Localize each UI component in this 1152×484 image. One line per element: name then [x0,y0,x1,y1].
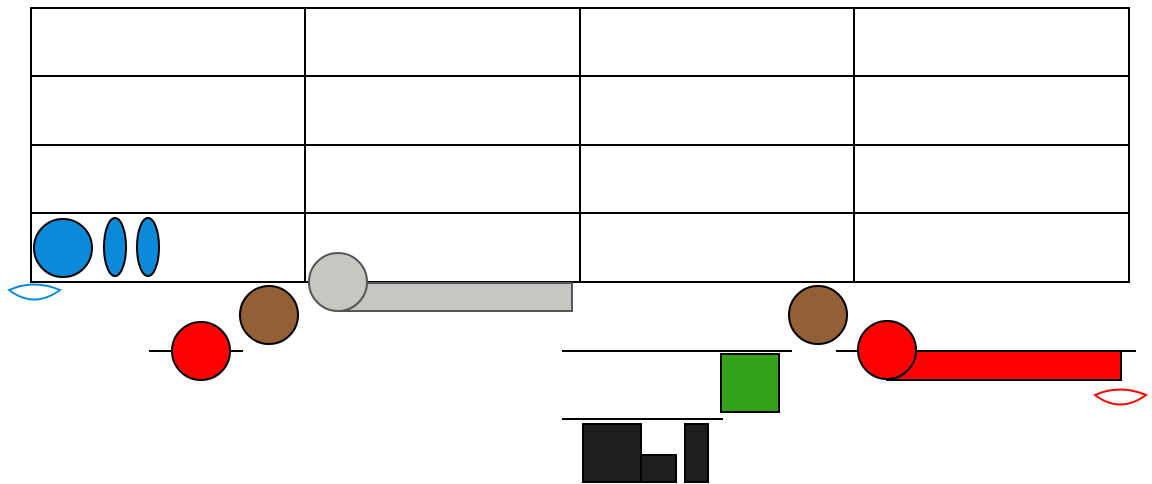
brown-circle [789,286,847,344]
red-arc-marker [1095,390,1146,405]
blue-arc-marker [9,285,60,300]
brown-circle [240,286,298,344]
green-square [721,354,779,412]
gray-circle [309,253,367,311]
red-bar-group [858,321,1121,380]
grid-table [31,8,1129,282]
red-circle [172,322,230,380]
blue-ellipse [137,218,159,276]
blue-ellipse [104,218,126,276]
dark-block [685,424,708,482]
red-circle [858,321,916,379]
blue-circle [34,219,92,277]
dark-block [583,424,641,482]
dark-block [641,455,676,482]
gray-bar [338,283,572,311]
red-bar [887,351,1121,380]
dark-block-group [583,424,708,482]
